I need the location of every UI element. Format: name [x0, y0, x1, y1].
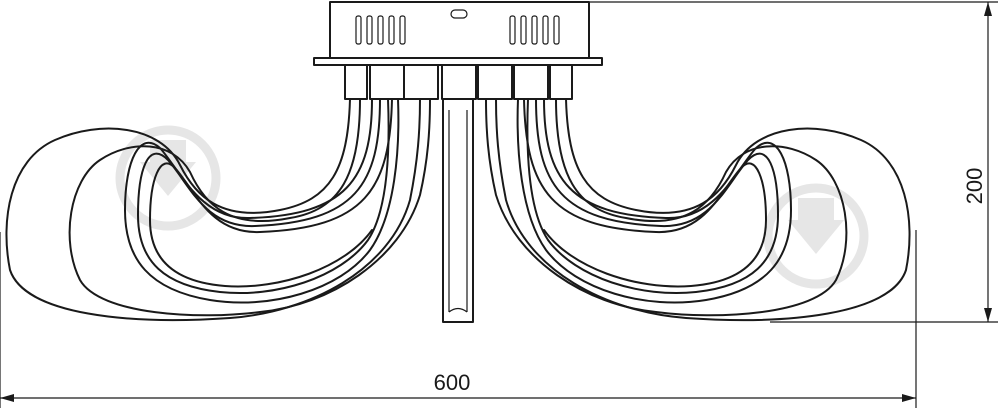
mounting-slot	[450, 9, 468, 19]
watermark-right	[763, 183, 869, 289]
width-label: 600	[434, 370, 471, 395]
vent-slots-right	[509, 15, 560, 45]
height-dimension: 200	[589, 1, 998, 323]
right-arms	[485, 98, 911, 322]
width-dimension: 600	[0, 230, 917, 408]
height-label: 200	[962, 168, 987, 205]
left-arms	[5, 98, 431, 322]
central-stem	[442, 98, 474, 323]
arm-sockets	[344, 64, 573, 100]
ceiling-canopy	[329, 1, 590, 59]
watermark-left	[115, 125, 221, 231]
mounting-plate	[313, 57, 603, 66]
vent-slots-left	[355, 15, 406, 45]
